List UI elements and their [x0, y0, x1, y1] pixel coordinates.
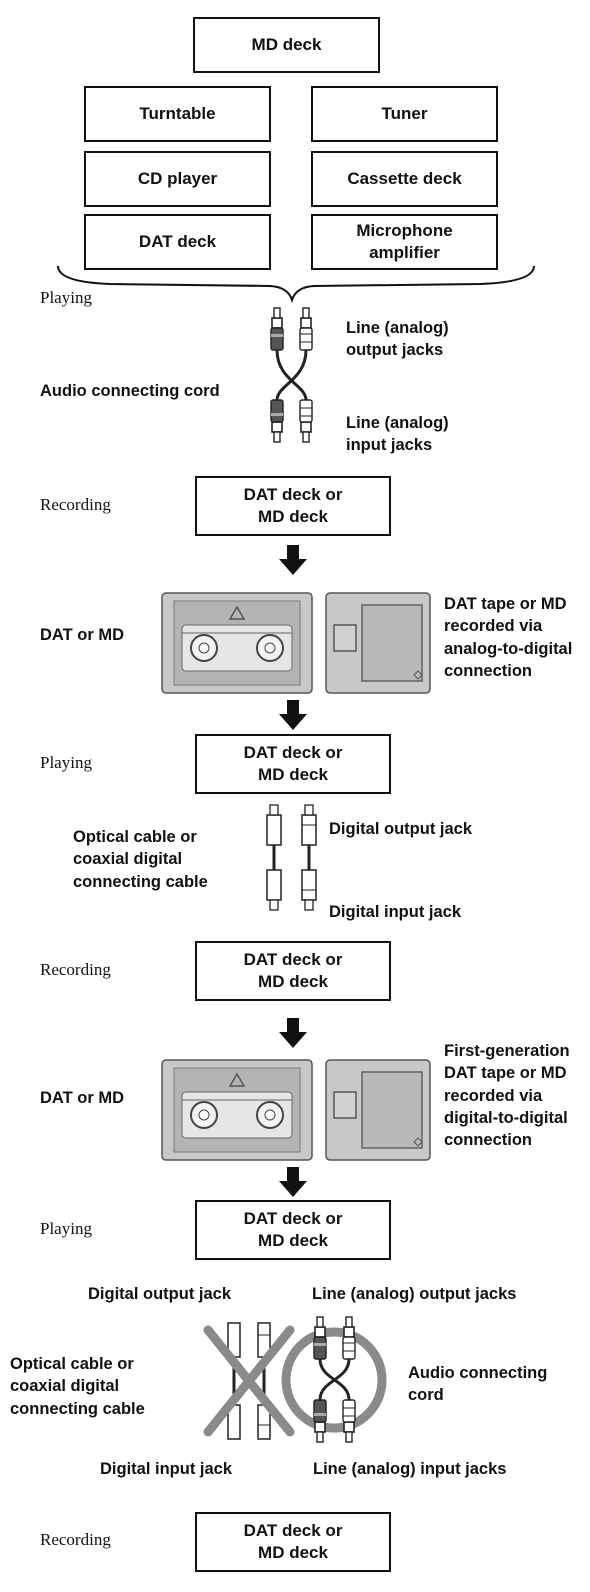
stage1-line-input-label: Line (analog) input jacks	[346, 414, 449, 455]
stage3-line-output-label: Line (analog) output jacks	[312, 1285, 517, 1303]
md-deck-source-box: MD deck	[193, 17, 380, 73]
stage2-cable-label: Optical cable or coaxial digital connect…	[73, 828, 208, 891]
stage3-playing-label: Playing	[40, 1219, 92, 1238]
stage3-digital-input-label: Digital input jack	[100, 1460, 233, 1478]
stage2-digital-input-label: Digital input jack	[329, 903, 462, 921]
stage2-recorder-box: DAT deck or MD deck	[195, 941, 391, 1001]
stage1-cord-label: Audio connecting cord	[40, 382, 220, 400]
tuner-box: Tuner	[311, 86, 498, 142]
stage1-playing-label: Playing	[40, 288, 92, 307]
media1-caption: DAT tape or MD recorded via analog-to-di…	[444, 595, 573, 680]
turntable-box: Turntable	[84, 86, 271, 142]
source-brace	[57, 265, 535, 304]
dat-deck-box: DAT deck	[84, 214, 271, 270]
stage2-playing-label: Playing	[40, 753, 92, 772]
media2-caption: First-generation DAT tape or MD recorded…	[444, 1042, 570, 1150]
audio-cord-1	[270, 307, 313, 443]
audio-cord-circled	[281, 1316, 387, 1443]
stage1-line-output-label: Line (analog) output jacks	[346, 319, 449, 360]
stage1-recording-label: Recording	[40, 495, 111, 514]
stage2-player-box: DAT deck or MD deck	[195, 734, 391, 794]
media1-label: DAT or MD	[40, 626, 125, 644]
stage3-digital-output-label: Digital output jack	[88, 1285, 232, 1303]
cd-player-box: CD player	[84, 151, 271, 207]
stage3-cable-label: Optical cable or coaxial digital connect…	[10, 1355, 145, 1418]
stage3-player-box: DAT deck or MD deck	[195, 1200, 391, 1260]
digital-cable-crossed	[203, 1322, 295, 1440]
stage2-recording-label: Recording	[40, 960, 111, 979]
microphone-amplifier-box: Microphone amplifier	[311, 214, 498, 270]
stage3-line-input-label: Line (analog) input jacks	[313, 1460, 507, 1478]
stage3-cord-label: Audio connecting cord	[408, 1364, 548, 1405]
stage1-recorder-box: DAT deck or MD deck	[195, 476, 391, 536]
media2-label: DAT or MD	[40, 1089, 125, 1107]
cassette-deck-box: Cassette deck	[311, 151, 498, 207]
stage3-recording-label: Recording	[40, 1530, 111, 1549]
optical-cable-2	[266, 804, 317, 911]
stage3-recorder-box: DAT deck or MD deck	[195, 1512, 391, 1572]
stage2-digital-output-label: Digital output jack	[329, 820, 473, 838]
